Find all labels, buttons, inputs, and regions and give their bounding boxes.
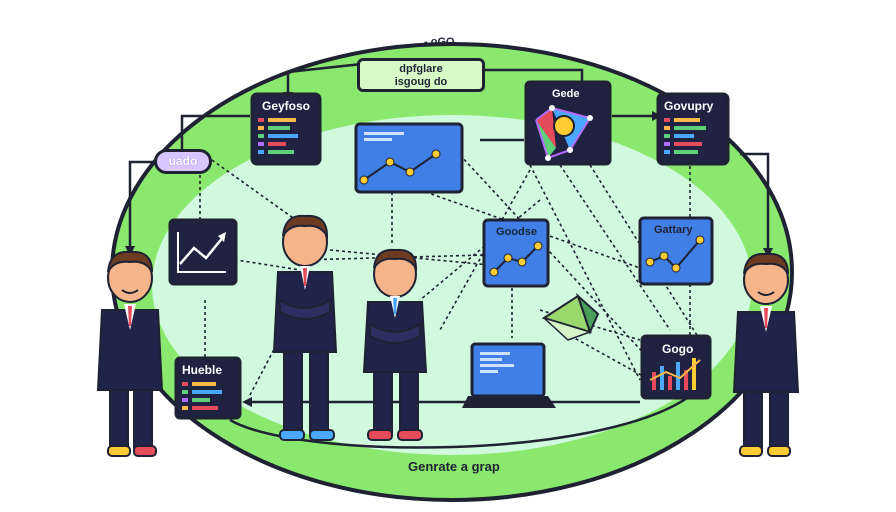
person-left-smiling bbox=[98, 252, 162, 456]
card-chart-top-graphic bbox=[356, 124, 462, 192]
card-gogo-title: Gogo bbox=[662, 342, 693, 356]
laptop-icon bbox=[462, 344, 556, 408]
title-box-line1: dpfglare bbox=[360, 63, 482, 76]
card-hueble-title: Hueble bbox=[182, 363, 222, 377]
card-trend-graphic bbox=[170, 220, 236, 284]
card-gyfoso-title: Geyfoso bbox=[262, 99, 310, 113]
person-right-smiling bbox=[734, 254, 798, 456]
title-box-line2: isgoug do bbox=[360, 76, 482, 89]
card-gallary-title: Gattary bbox=[654, 224, 693, 236]
card-godse-title: Goodse bbox=[496, 226, 537, 238]
top-hint-text: - oGO bbox=[424, 36, 455, 48]
card-govupry-title: Govupry bbox=[664, 99, 713, 113]
card-gede-title: Gede bbox=[552, 88, 580, 100]
uado-pill: uado bbox=[154, 149, 212, 174]
title-box: dpfglare isgoug do bbox=[357, 58, 485, 92]
footer-caption: Genrate a grap bbox=[408, 459, 500, 474]
